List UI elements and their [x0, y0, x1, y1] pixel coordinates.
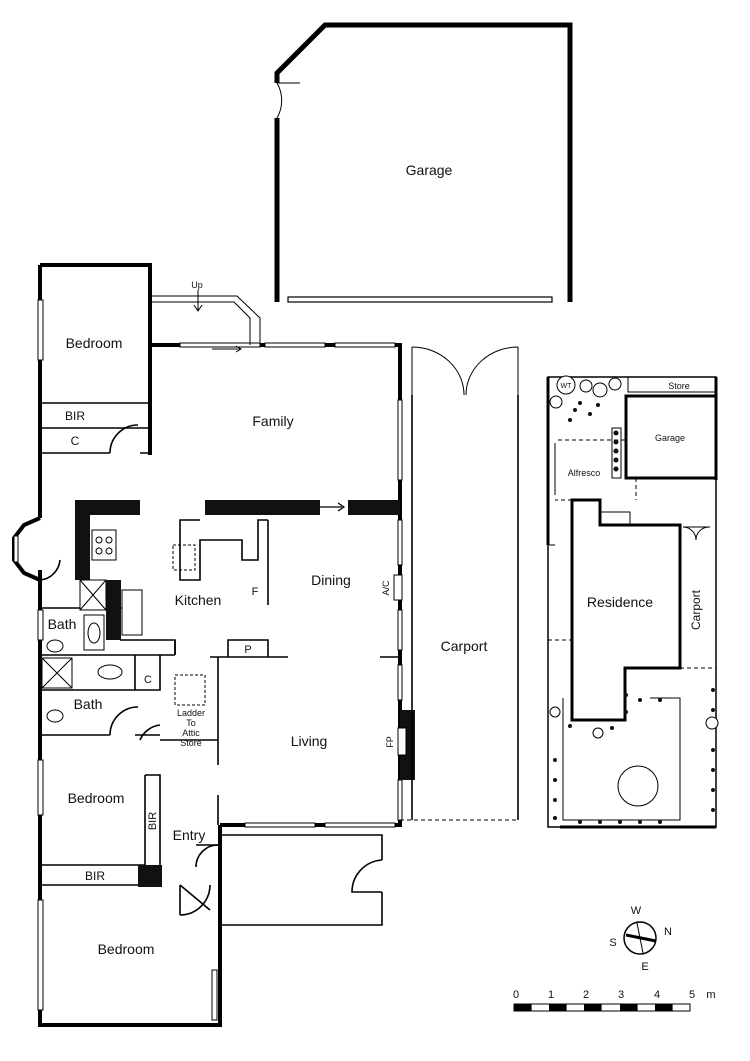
compass-e: E [641, 961, 648, 973]
site-label-residence: Residence [587, 594, 653, 610]
label-ladder-1: Ladder [177, 708, 205, 718]
scale-bar [513, 1003, 691, 1012]
label-entry: Entry [173, 827, 206, 843]
scale-tick-5: 5 [689, 989, 695, 1001]
label-ladder-3: Attic [182, 728, 200, 738]
compass-s: S [609, 937, 616, 949]
scale-tick-1: 1 [548, 989, 554, 1001]
garage-structure [274, 22, 573, 303]
label-fp: FP [385, 736, 395, 748]
house-walls [12, 263, 402, 1027]
label-bir-top: BIR [65, 409, 85, 423]
site-labels: WT Store Garage Alfresco Residence Carpo… [561, 381, 703, 630]
label-ladder-2: To [186, 718, 196, 728]
label-bath-upper: Bath [48, 616, 77, 632]
label-carport: Carport [441, 638, 488, 654]
label-f: F [252, 586, 259, 598]
label-bedroom-top: Bedroom [66, 335, 123, 351]
label-dining: Dining [311, 572, 351, 588]
label-bir-side: BIR [147, 812, 159, 830]
label-kitchen: Kitchen [175, 592, 222, 608]
scale-tick-4: 4 [654, 989, 660, 1001]
site-label-store: Store [668, 381, 690, 391]
compass-w: W [631, 905, 642, 917]
dashed-fixtures [172, 544, 206, 706]
windows [13, 299, 403, 1021]
label-living: Living [291, 733, 328, 749]
compass-labels: N S W E [609, 905, 672, 973]
label-up: Up [191, 280, 203, 290]
fixtures [41, 529, 407, 756]
carport-structure [400, 346, 519, 821]
site-label-alfresco: Alfresco [568, 468, 601, 478]
label-garage: Garage [406, 162, 453, 178]
label-family: Family [252, 413, 293, 429]
label-bedroom-bottom: Bedroom [98, 941, 155, 957]
label-bir-bottom: BIR [85, 869, 105, 883]
label-bath-lower: Bath [74, 696, 103, 712]
site-label-garage: Garage [655, 433, 685, 443]
label-p: P [244, 644, 251, 656]
scale-tick-2: 2 [583, 989, 589, 1001]
scale-labels: 0 1 2 3 4 5 m [513, 989, 716, 1001]
dining-arrow [320, 502, 346, 512]
label-c-top: C [71, 434, 80, 448]
room-labels: Garage Bedroom BIR C Up Family Kitchen F… [48, 162, 488, 957]
label-c-mid: C [144, 674, 152, 686]
label-bedroom-mid: Bedroom [68, 790, 125, 806]
scale-unit: m [706, 989, 715, 1001]
site-plan [546, 375, 719, 829]
compass-n: N [664, 926, 672, 938]
scale-tick-3: 3 [618, 989, 624, 1001]
site-label-wt: WT [561, 383, 573, 390]
solid-walls [75, 500, 415, 887]
scale-tick-0: 0 [513, 989, 519, 1001]
label-ac: A/C [381, 580, 391, 596]
label-ladder-4: Store [180, 738, 202, 748]
site-label-carport: Carport [689, 589, 703, 630]
compass-icon [623, 921, 657, 955]
stairs-up [150, 290, 261, 353]
